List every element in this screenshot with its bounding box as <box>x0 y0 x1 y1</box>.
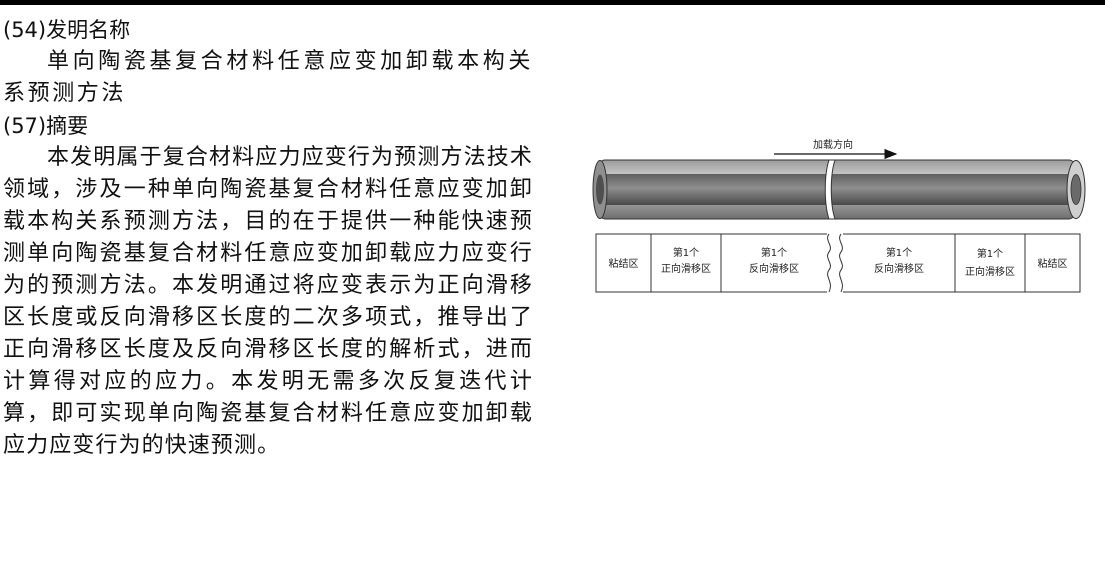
fiber-left-end <box>596 174 604 205</box>
zone-bonded-right: 粘结区 <box>1038 257 1068 270</box>
crack-break-mark <box>839 233 843 293</box>
title-heading: (54)发明名称 <box>3 18 131 42</box>
bibliographic-column: (54)发明名称 单向陶瓷基复合材料任意应变加卸载本构关系预测方法 (57)摘要… <box>3 14 533 558</box>
fiber-core <box>598 174 1074 205</box>
top-rule <box>0 0 1105 5</box>
crack-break-gap <box>827 233 843 293</box>
abstract-figure: 加载方向 粘结区 第1个 正向滑移区 第1个 反向滑移区 第1个 反向滑移区 第… <box>588 130 1088 300</box>
zone-reverse-slip-right-index: 第1个 <box>886 246 912 259</box>
loading-direction-label: 加载方向 <box>813 138 853 151</box>
fiber-matrix-diagram: 加载方向 粘结区 第1个 正向滑移区 第1个 反向滑移区 第1个 反向滑移区 第… <box>592 138 1086 293</box>
abstract-text: 本发明属于复合材料应力应变行为预测方法技术领域，涉及一种单向陶瓷基复合材料任意应… <box>3 145 533 458</box>
zone-forward-slip-left-index: 第1个 <box>673 246 699 259</box>
invention-title: 单向陶瓷基复合材料任意应变加卸载本构关系预测方法 <box>3 49 533 106</box>
matrix-crack <box>824 159 836 220</box>
zone-forward-slip-right-index: 第1个 <box>977 247 1003 260</box>
zone-reverse-slip-left-index: 第1个 <box>761 246 787 259</box>
abstract-heading: (57)摘要 <box>3 114 89 138</box>
crack-break-mark <box>827 233 831 293</box>
zone-forward-slip-right-label: 正向滑移区 <box>965 265 1015 278</box>
zone-bonded-left: 粘结区 <box>609 257 639 270</box>
zone-reverse-slip-right-label: 反向滑移区 <box>874 262 924 275</box>
fiber-right-end <box>1070 174 1082 205</box>
zone-reverse-slip-left-label: 反向滑移区 <box>749 262 799 275</box>
zone-forward-slip-left-label: 正向滑移区 <box>661 262 711 275</box>
